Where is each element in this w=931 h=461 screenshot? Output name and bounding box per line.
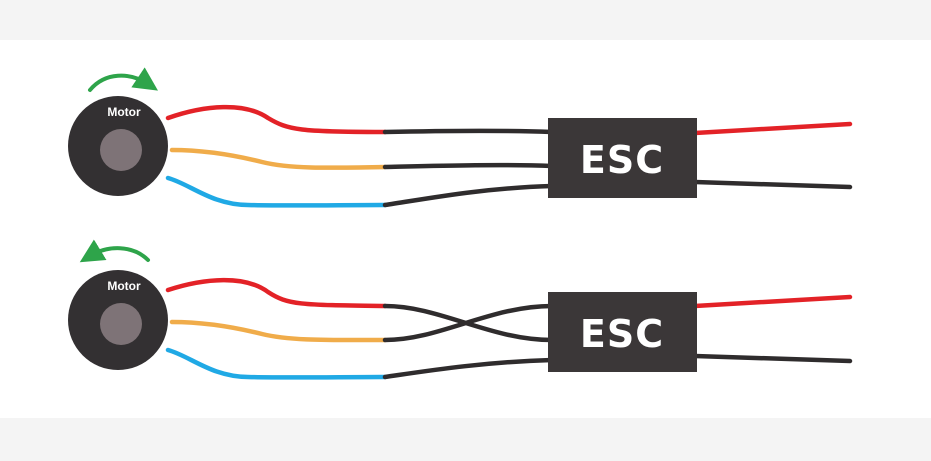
motor-top: Motor (68, 96, 168, 196)
esc-bottom: ESC (548, 292, 697, 372)
black-wire-bottom-2-crossed (382, 303, 555, 343)
motor-bottom: Motor (68, 270, 168, 370)
motor-label: Motor (107, 105, 141, 119)
esc-box (548, 292, 697, 372)
motor-hub (100, 129, 142, 171)
red-wire-top (165, 104, 388, 135)
black-wire-top-3 (382, 183, 555, 208)
red-wire-bottom (165, 277, 388, 309)
orange-wire-bottom (169, 319, 388, 343)
esc-output-black-bottom (692, 353, 853, 364)
esc-output-black-top (692, 179, 853, 190)
black-wire-top-1 (382, 128, 555, 135)
motor-label: Motor (107, 279, 141, 293)
esc-label: ESC (580, 138, 664, 182)
white-panel (0, 40, 931, 418)
counterclockwise-arrow-icon (79, 239, 150, 263)
clockwise-arrow-icon (88, 67, 158, 92)
esc-box (548, 118, 697, 198)
esc-top: ESC (548, 118, 697, 198)
esc-label: ESC (580, 312, 664, 356)
diagram-bottom: Motor ESC (68, 239, 853, 380)
diagram-top: Motor ESC (68, 67, 853, 208)
esc-output-red-top (692, 121, 853, 136)
black-wire-top-2 (382, 162, 555, 170)
blue-wire-top (165, 175, 388, 208)
esc-output-red-bottom (692, 294, 853, 309)
orange-wire-top (169, 147, 388, 170)
black-wire-bottom-3 (382, 357, 555, 380)
blue-wire-bottom (165, 347, 388, 380)
motor-hub (100, 303, 142, 345)
